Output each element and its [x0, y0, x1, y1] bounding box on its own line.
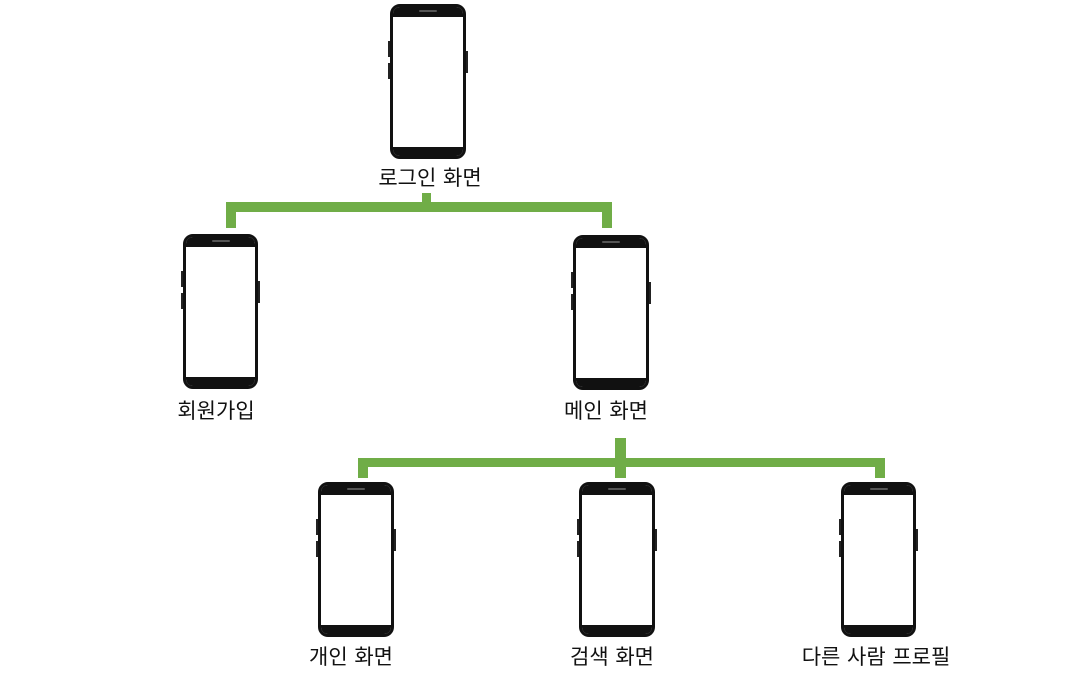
side-button-icon	[571, 272, 573, 288]
speaker-icon	[608, 488, 626, 490]
speaker-icon	[602, 241, 620, 243]
side-button-icon	[577, 541, 579, 557]
phone-main	[571, 235, 651, 390]
side-button-icon	[655, 529, 657, 551]
side-button-icon	[388, 63, 390, 79]
phone-search	[577, 482, 657, 637]
phone-personal	[316, 482, 396, 637]
side-button-icon	[649, 282, 651, 304]
phone-login	[388, 4, 468, 159]
label-personal: 개인 화면	[309, 645, 393, 669]
connector-login-bar	[226, 202, 612, 212]
phone-signup	[181, 234, 260, 389]
side-button-icon	[394, 529, 396, 551]
connector-to-main	[602, 202, 612, 228]
side-button-icon	[316, 519, 318, 535]
side-button-icon	[577, 519, 579, 535]
connector-login-stem	[422, 193, 431, 204]
side-button-icon	[916, 529, 918, 551]
side-button-icon	[181, 293, 183, 309]
connector-main-bar	[358, 458, 885, 467]
side-button-icon	[571, 294, 573, 310]
side-button-icon	[181, 271, 183, 287]
side-button-icon	[839, 541, 841, 557]
label-other-profile: 다른 사람 프로필	[801, 645, 951, 669]
side-button-icon	[388, 41, 390, 57]
label-search: 검색 화면	[570, 645, 654, 669]
speaker-icon	[347, 488, 365, 490]
speaker-icon	[211, 240, 230, 242]
connector-to-other-profile	[875, 458, 885, 478]
label-signup: 회원가입	[177, 399, 255, 423]
speaker-icon	[869, 488, 888, 490]
side-button-icon	[258, 281, 260, 303]
phone-other-profile	[839, 482, 918, 637]
connector-to-personal	[358, 458, 368, 478]
label-main: 메인 화면	[564, 399, 648, 423]
side-button-icon	[839, 519, 841, 535]
side-button-icon	[316, 541, 318, 557]
label-login: 로그인 화면	[378, 166, 482, 190]
side-button-icon	[466, 51, 468, 73]
connector-to-signup	[226, 202, 236, 228]
speaker-icon	[419, 10, 437, 12]
